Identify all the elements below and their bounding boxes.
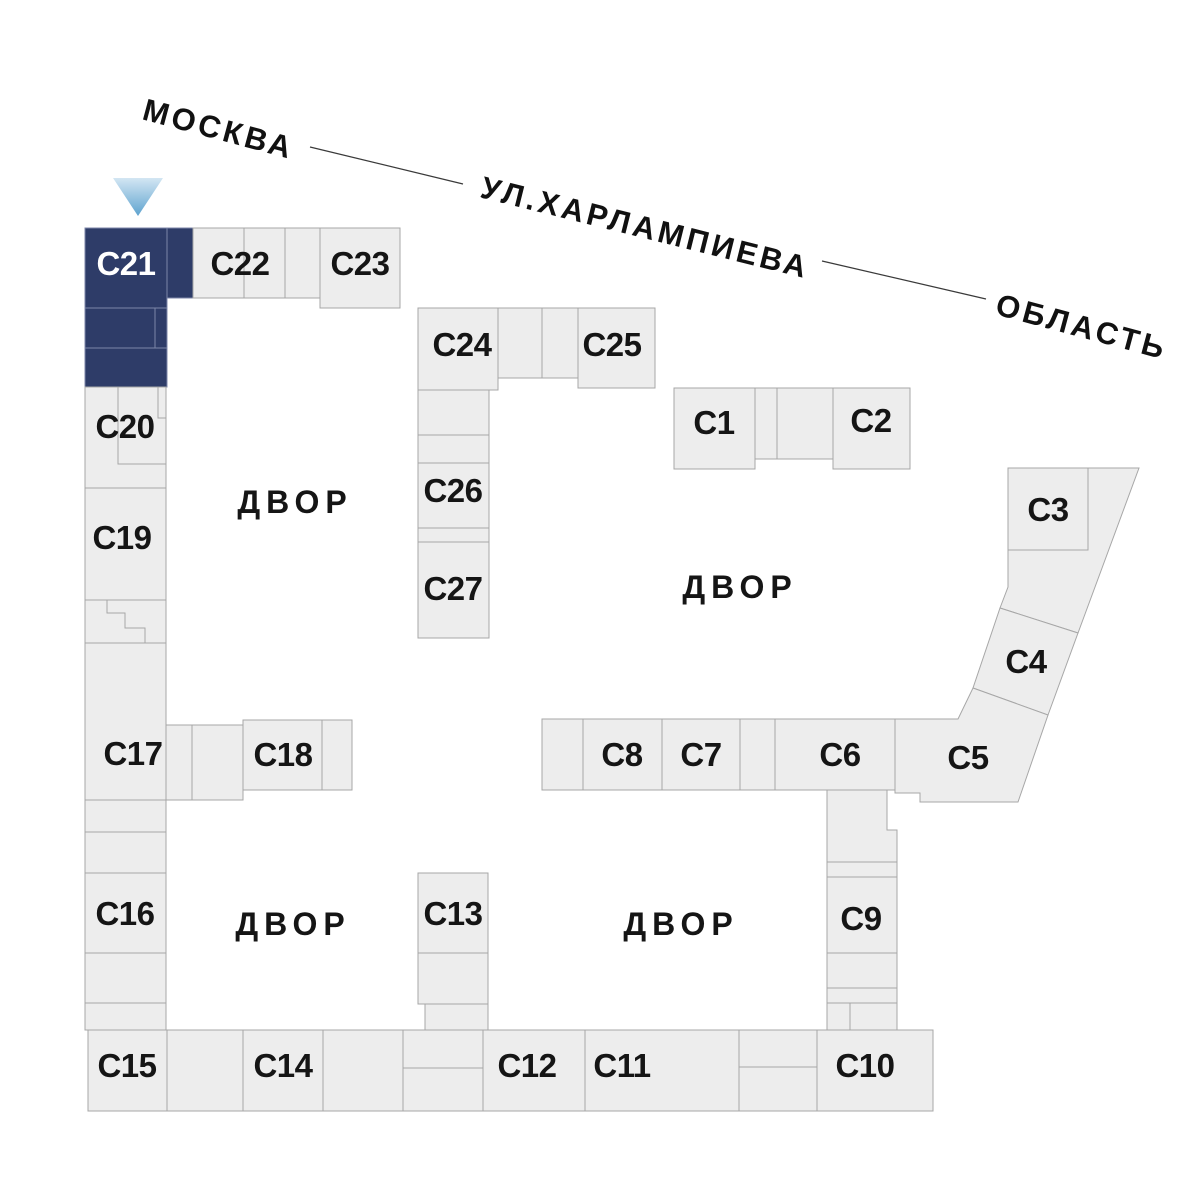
- building-section[interactable]: [754, 387, 778, 460]
- building-c10[interactable]: С10: [816, 1029, 934, 1112]
- street-connector-line-left: [309, 146, 464, 185]
- building-section[interactable]: [826, 861, 898, 878]
- building-c4-label: С4: [1005, 643, 1047, 680]
- building-c26-label: С26: [423, 472, 482, 509]
- building-c22-label: С22: [210, 245, 269, 282]
- courtyard-label-bottom-left: ДВОР: [235, 906, 350, 942]
- building-c17-label: С17: [103, 735, 162, 772]
- building-section[interactable]: [417, 434, 490, 464]
- building-section[interactable]: [497, 307, 543, 379]
- building-section[interactable]: [84, 831, 167, 874]
- building-section[interactable]: [849, 1002, 898, 1032]
- building-c18-label: С18: [253, 736, 312, 773]
- building-c13-label: С13: [423, 895, 482, 932]
- building-c11[interactable]: С11: [584, 1029, 740, 1112]
- building-section[interactable]: [84, 1002, 167, 1031]
- building-section[interactable]: [776, 387, 834, 460]
- building-section[interactable]: [826, 1002, 851, 1032]
- building-c14-label: С14: [253, 1047, 313, 1084]
- building-section[interactable]: [322, 1029, 404, 1112]
- building-c4[interactable]: С4: [972, 607, 1079, 716]
- building-c22[interactable]: С22: [192, 227, 286, 299]
- building-section[interactable]: [84, 799, 167, 833]
- building-c24[interactable]: С24: [417, 307, 499, 391]
- street-kharlampieva: УЛ.ХАРЛАМПИЕВА: [477, 170, 813, 286]
- building-c19-label: С19: [92, 519, 151, 556]
- building-section[interactable]: [417, 527, 490, 543]
- building-c6[interactable]: С6: [774, 718, 896, 791]
- building-c16-label: С16: [95, 895, 154, 932]
- building-c7[interactable]: С7: [661, 718, 741, 791]
- building-c2-label: С2: [850, 402, 891, 439]
- building-c13[interactable]: С13: [417, 872, 489, 954]
- building-section[interactable]: [402, 1029, 484, 1069]
- building-c15[interactable]: С15: [87, 1029, 168, 1112]
- building-c20-label: С20: [95, 408, 154, 445]
- building-c7-label: С7: [680, 736, 721, 773]
- building-c5[interactable]: С5: [894, 687, 1049, 803]
- building-section[interactable]: [541, 307, 579, 379]
- building-c21[interactable]: С21: [84, 227, 194, 388]
- street-moscow: МОСКВА: [139, 92, 298, 166]
- courtyard-label-top-right: ДВОР: [682, 569, 797, 605]
- building-c11-label: С11: [593, 1047, 650, 1084]
- building-c17[interactable]: С17: [84, 642, 244, 801]
- building-section[interactable]: [402, 1067, 484, 1112]
- building-c25-label: С25: [582, 326, 641, 363]
- building-c16[interactable]: С16: [84, 872, 167, 954]
- building-c23-label: С23: [330, 245, 389, 282]
- building-c23[interactable]: С23: [319, 227, 401, 309]
- building-c1[interactable]: С1: [673, 387, 756, 470]
- building-c21-label: С21: [96, 245, 155, 282]
- building-c3[interactable]: С3: [1007, 467, 1089, 551]
- building-section[interactable]: [284, 227, 321, 299]
- building-c9[interactable]: С9: [826, 876, 898, 954]
- building-section[interactable]: [424, 1003, 489, 1031]
- building-c5-label: С5: [947, 739, 988, 776]
- building-c25[interactable]: С25: [577, 307, 656, 389]
- courtyard-label-top-left: ДВОР: [237, 484, 352, 520]
- building-c26[interactable]: С26: [417, 462, 490, 529]
- building-c19[interactable]: С19: [84, 487, 167, 601]
- street-oblast-label: ОБЛАСТЬ: [992, 287, 1171, 366]
- building-c1-label: С1: [693, 404, 734, 441]
- building-c8-label: С8: [601, 736, 642, 773]
- selected-building-arrow-icon: [113, 178, 163, 216]
- street-connector-line-right: [821, 260, 987, 300]
- building-c2[interactable]: С2: [832, 387, 911, 470]
- building-c27[interactable]: С27: [417, 541, 490, 639]
- building-section[interactable]: [826, 952, 898, 989]
- building-section[interactable]: [417, 389, 490, 436]
- building-c20[interactable]: С20: [84, 386, 167, 489]
- building-section[interactable]: [417, 952, 489, 1005]
- street-kharlampieva-label: УЛ.ХАРЛАМПИЕВА: [477, 170, 813, 286]
- building-c24-label: С24: [432, 326, 492, 363]
- building-c18[interactable]: С18: [242, 719, 353, 791]
- section-divider: [117, 387, 166, 465]
- building-c9-label: С9: [840, 900, 881, 937]
- building-section[interactable]: [739, 718, 776, 791]
- building-section[interactable]: [541, 718, 584, 791]
- building-c8[interactable]: С8: [582, 718, 663, 791]
- building-c12-label: С12: [497, 1047, 556, 1084]
- building-c27-label: С27: [423, 570, 482, 607]
- building-c14[interactable]: С14: [242, 1029, 324, 1112]
- stair-divider: [85, 599, 166, 644]
- street-oblast: ОБЛАСТЬ: [992, 287, 1171, 366]
- building-section[interactable]: [826, 987, 898, 1004]
- building-c12[interactable]: С12: [482, 1029, 586, 1112]
- building-c6-label: С6: [819, 736, 860, 773]
- building-c15-label: С15: [97, 1047, 156, 1084]
- building-section[interactable]: [738, 1066, 818, 1112]
- courtyard-label-bottom-right: ДВОР: [623, 906, 738, 942]
- building-c3-label: С3: [1027, 491, 1068, 528]
- building-section[interactable]: [738, 1029, 818, 1068]
- building-section[interactable]: [166, 1029, 244, 1112]
- street-moscow-label: МОСКВА: [139, 92, 298, 166]
- building-section[interactable]: [84, 952, 167, 1004]
- building-section[interactable]: [826, 789, 898, 863]
- building-c10-label: С10: [835, 1047, 894, 1084]
